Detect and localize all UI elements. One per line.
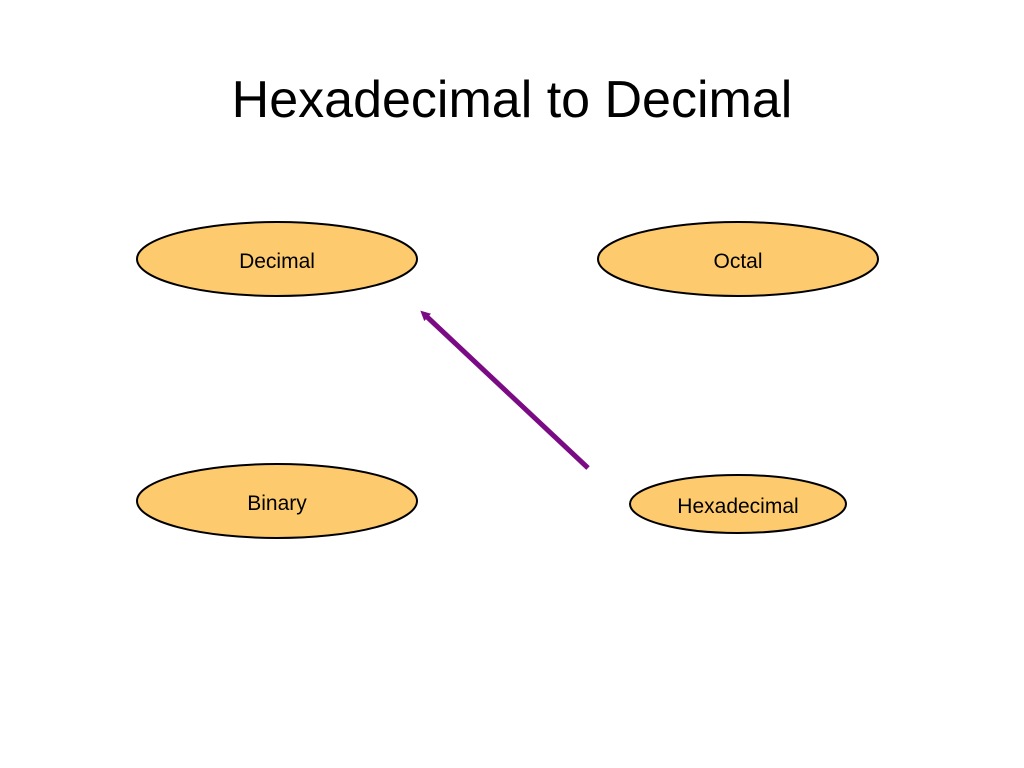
- node-hexadecimal-ellipse: [629, 474, 847, 534]
- node-octal-label: Octal: [713, 250, 762, 273]
- node-decimal: Decimal: [136, 221, 418, 297]
- node-binary-label: Binary: [247, 492, 307, 515]
- node-binary-ellipse: [136, 463, 418, 539]
- node-hexadecimal: Hexadecimal: [629, 474, 847, 534]
- node-decimal-label: Decimal: [239, 250, 315, 273]
- node-octal: Octal: [597, 221, 879, 297]
- node-hexadecimal-label: Hexadecimal: [677, 495, 798, 518]
- node-decimal-ellipse: [136, 221, 418, 297]
- conversion-arrow: [420, 310, 590, 470]
- slide-title: Hexadecimal to Decimal: [231, 71, 793, 129]
- node-octal-ellipse: [597, 221, 879, 297]
- node-binary: Binary: [136, 463, 418, 539]
